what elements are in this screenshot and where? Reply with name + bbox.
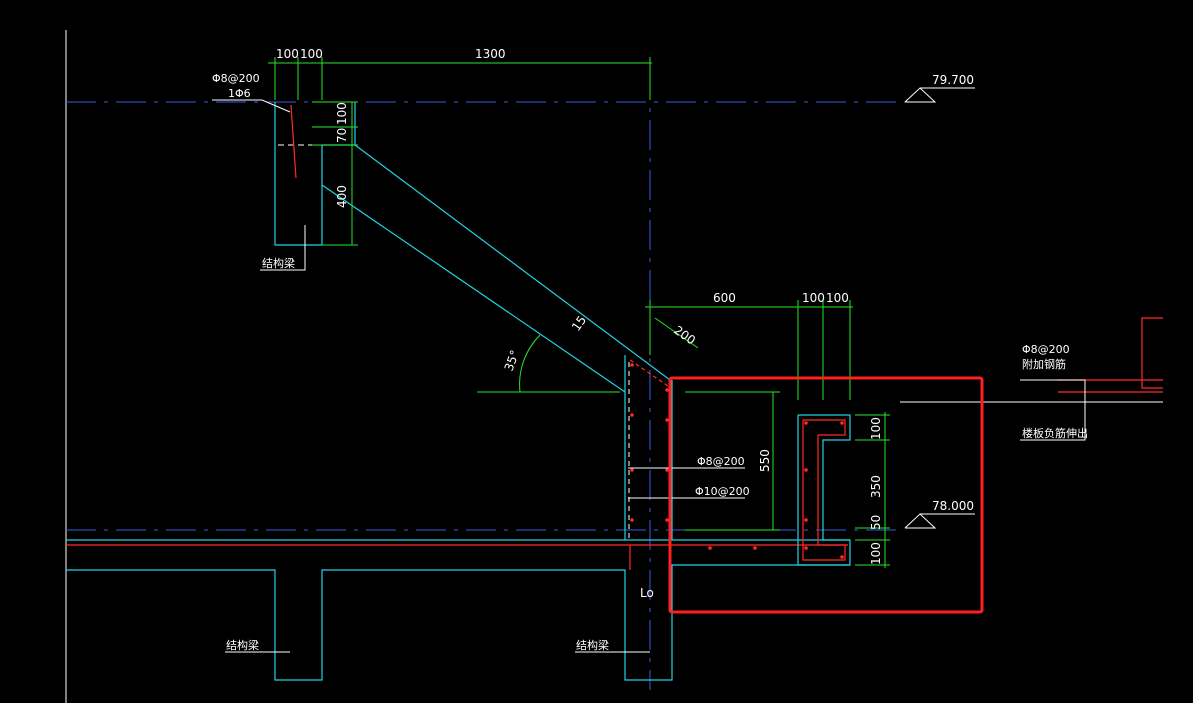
dim-100-b: 100 bbox=[826, 291, 849, 305]
dim-15: 15 bbox=[569, 313, 589, 334]
label-rebar-right-2: 附加钢筋 bbox=[1022, 357, 1066, 371]
sloped-member bbox=[321, 144, 671, 393]
label-slab-note: 楼板负筋伸出 bbox=[1022, 426, 1088, 440]
dim-angle: 35° bbox=[502, 348, 522, 373]
dim-200: 200 bbox=[671, 323, 698, 348]
label-rebar-mid-1: Φ8@200 bbox=[697, 455, 745, 468]
label-rebar-top-2: 1Φ6 bbox=[228, 87, 251, 100]
dim-v-400: 400 bbox=[335, 185, 349, 208]
leader-lines bbox=[212, 87, 1086, 653]
dim-top-100-a: 100 bbox=[276, 47, 299, 61]
highlight-box bbox=[668, 376, 984, 614]
dim-r-350: 350 bbox=[869, 475, 883, 498]
dim-top-1300: 1300 bbox=[475, 47, 506, 61]
label-rebar-mid-2: Φ10@200 bbox=[695, 485, 750, 498]
dim-100-a: 100 bbox=[802, 291, 825, 305]
dimension-lines bbox=[268, 57, 890, 568]
label-lo: Lo bbox=[640, 586, 654, 600]
label-struct-beam-top: 结构梁 bbox=[262, 256, 295, 270]
floor-slab bbox=[66, 539, 850, 681]
dim-600: 600 bbox=[713, 291, 736, 305]
top-beam-section bbox=[274, 102, 356, 246]
label-struct-beam-left: 结构梁 bbox=[226, 638, 259, 652]
dim-550: 550 bbox=[758, 449, 772, 472]
dim-r-100-bot: 100 bbox=[869, 542, 883, 565]
label-struct-beam-mid: 结构梁 bbox=[576, 638, 609, 652]
dim-v-70: 70 bbox=[335, 128, 349, 143]
level-bottom: 78.000 bbox=[932, 499, 974, 513]
dim-top-100-b: 100 bbox=[300, 47, 323, 61]
right-upturn-section bbox=[797, 414, 851, 566]
label-rebar-top-1: Φ8@200 bbox=[212, 72, 260, 85]
level-top: 79.700 bbox=[932, 73, 974, 87]
dim-v-100: 100 bbox=[335, 102, 349, 125]
dim-r-50: 50 bbox=[869, 515, 883, 530]
middle-column bbox=[624, 355, 673, 570]
label-rebar-right-1: Φ8@200 bbox=[1022, 343, 1070, 356]
dim-r-100-top: 100 bbox=[869, 417, 883, 440]
